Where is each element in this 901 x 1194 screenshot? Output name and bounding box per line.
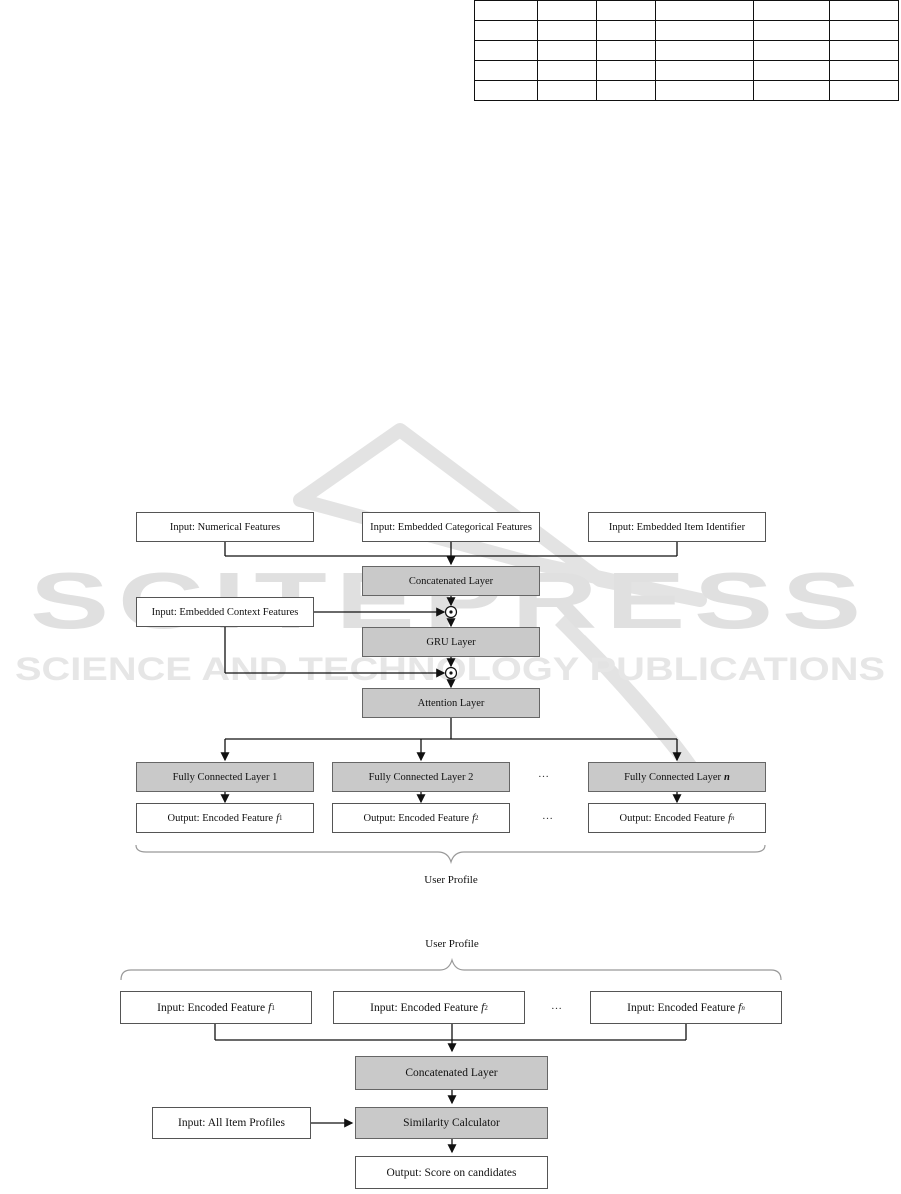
similarity-calculator: Similarity Calculator: [355, 1107, 548, 1139]
ellipsis-output: …: [542, 810, 553, 822]
user-profile-label: User Profile: [424, 874, 478, 886]
input-embedded-categorical-features: Input: Embedded Categorical Features: [362, 512, 540, 542]
ellipsis-inputs: …: [551, 1000, 562, 1012]
attention-layer: Attention Layer: [362, 688, 540, 718]
fully-connected-layer-2: Fully Connected Layer 2: [332, 762, 510, 792]
input-all-item-profiles: Input: All Item Profiles: [152, 1107, 311, 1139]
table-row: [474, 80, 899, 101]
fully-connected-layer-n: Fully Connected Layer n: [588, 762, 766, 792]
input-embedded-item-identifier: Input: Embedded Item Identifier: [588, 512, 766, 542]
user-profile-label-2: User Profile: [425, 938, 479, 950]
output-score-on-candidates: Output: Score on candidates: [355, 1156, 548, 1189]
input-numerical-features: Input: Numerical Features: [136, 512, 314, 542]
concatenated-layer: Concatenated Layer: [362, 566, 540, 596]
table-row: [474, 0, 899, 21]
input-embedded-context-features: Input: Embedded Context Features: [136, 597, 314, 627]
ellipsis-fc: …: [538, 768, 549, 780]
table-row: [474, 60, 899, 81]
concatenated-layer-2: Concatenated Layer: [355, 1056, 548, 1090]
gru-layer: GRU Layer: [362, 627, 540, 657]
fully-connected-layer-1: Fully Connected Layer 1: [136, 762, 314, 792]
empty-table: [474, 0, 899, 101]
